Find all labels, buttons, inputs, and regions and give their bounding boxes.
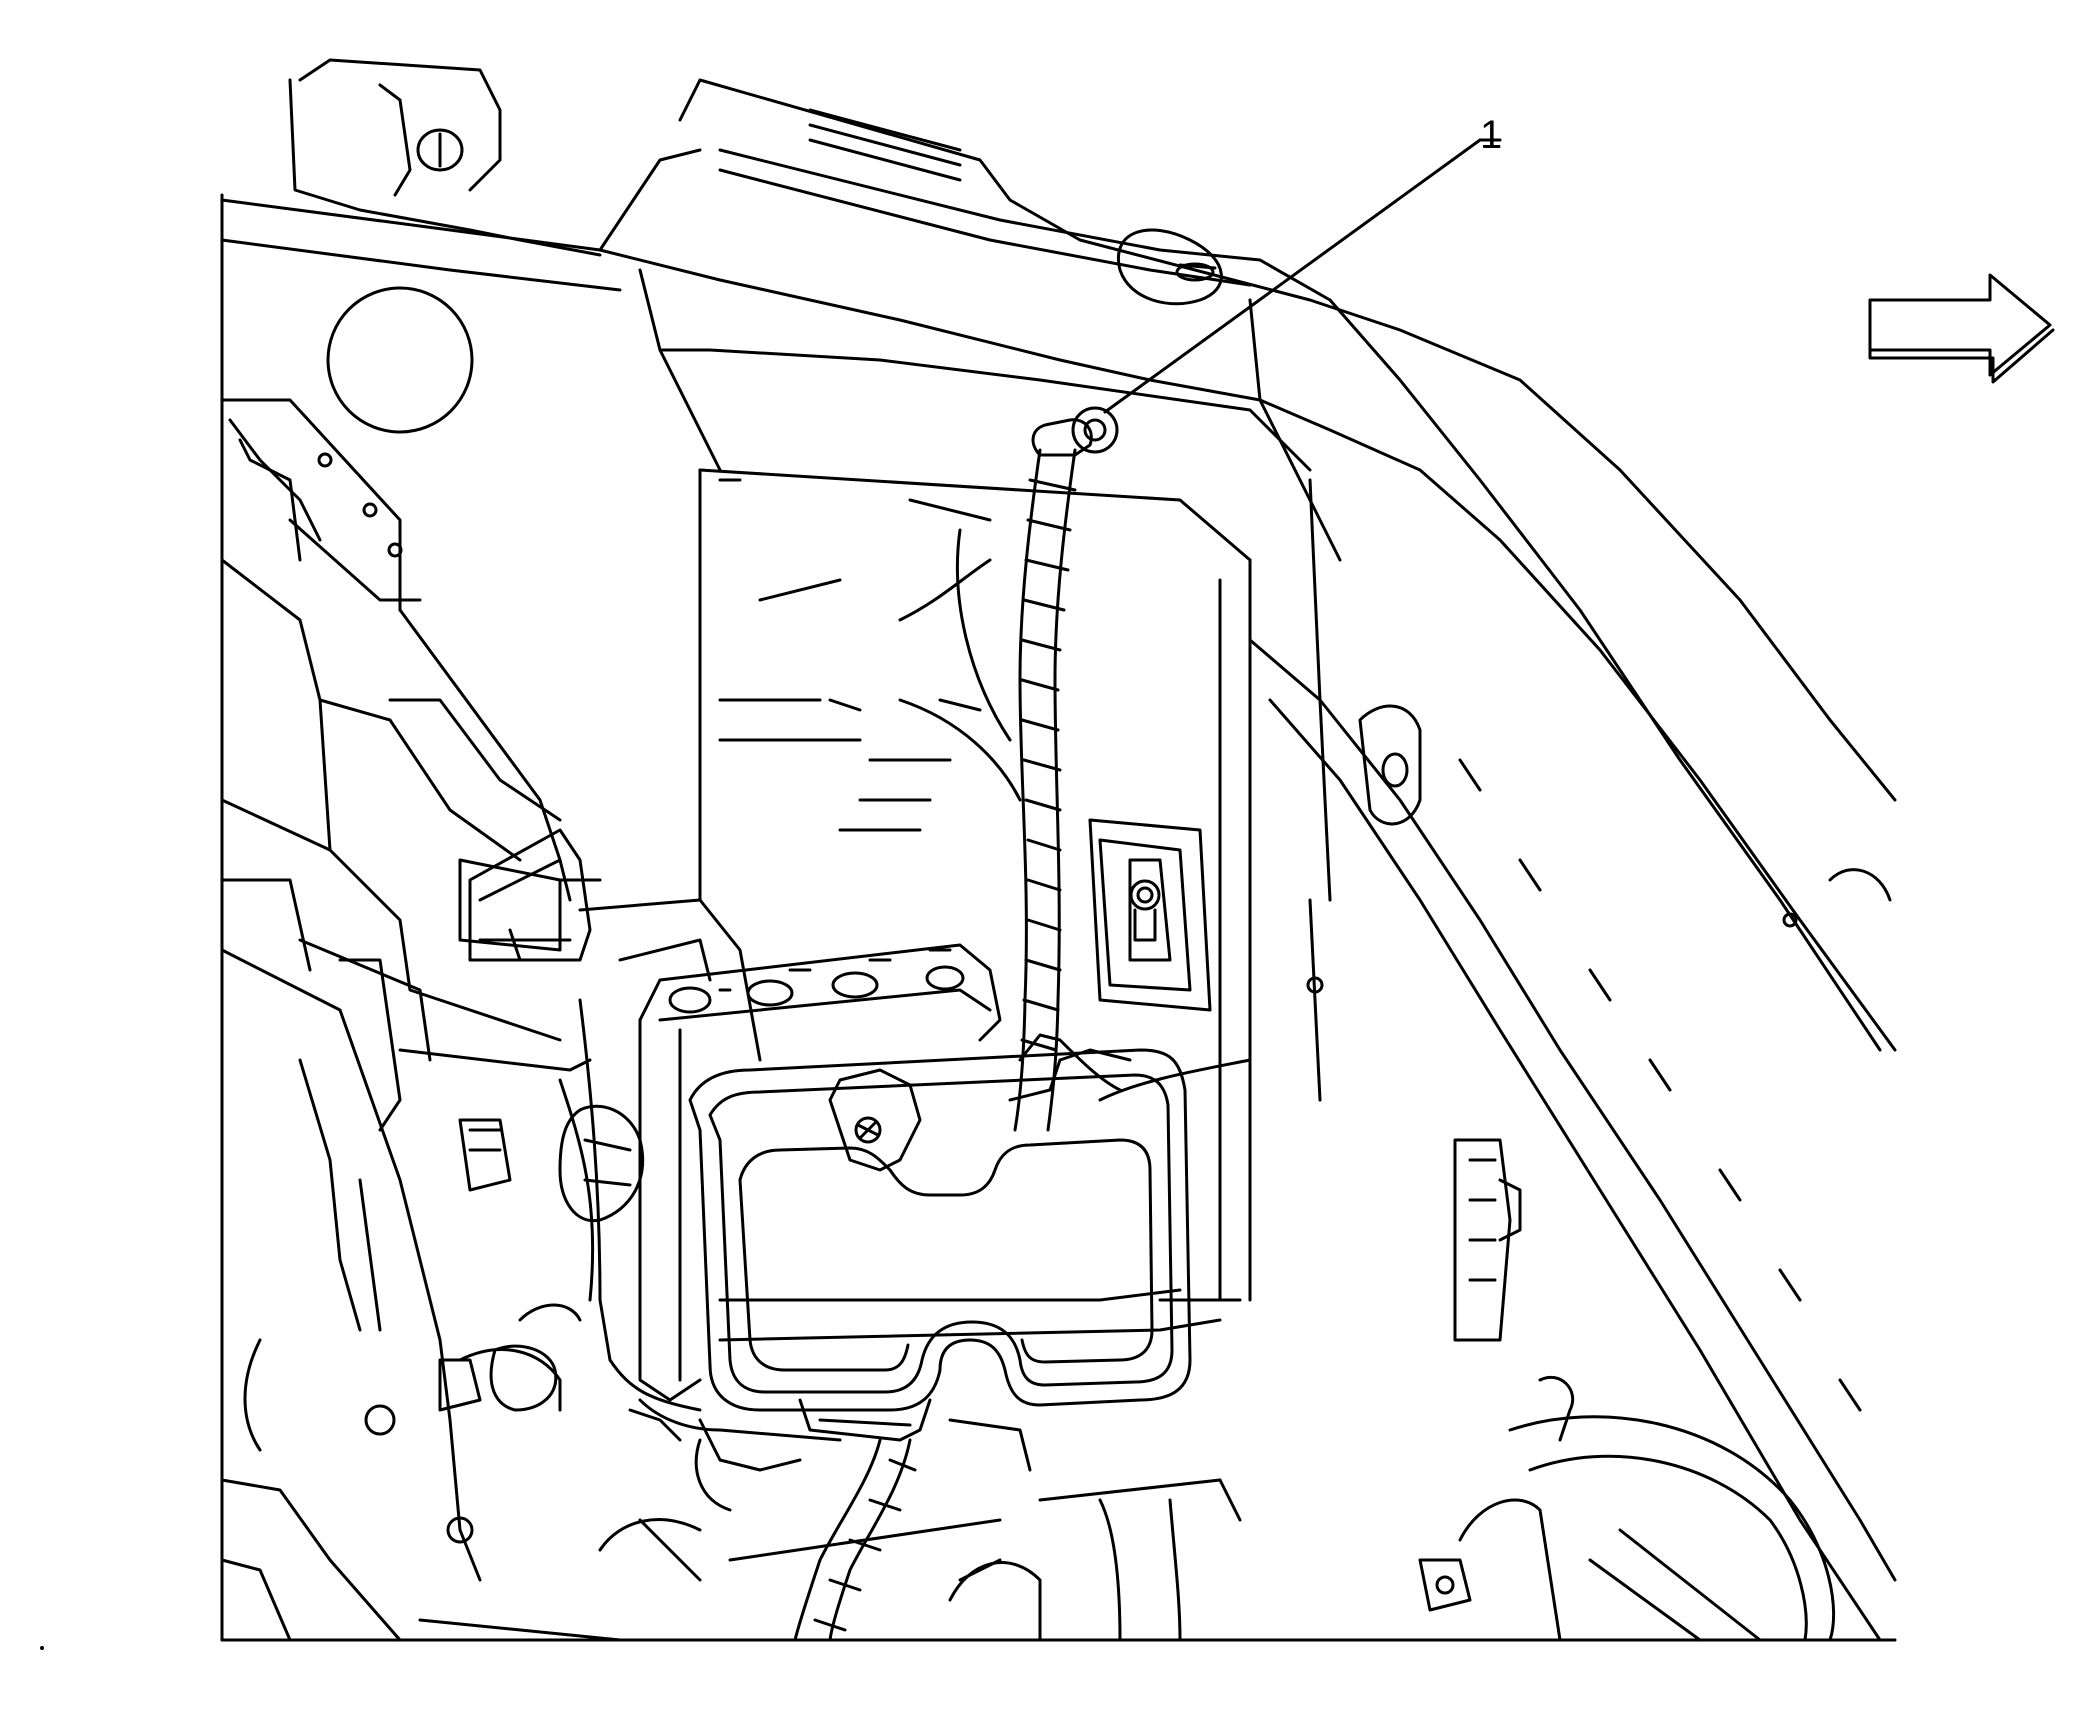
left-module-bracket — [220, 398, 592, 1582]
radiator-support — [1218, 558, 1897, 1642]
margin-dot — [40, 1646, 44, 1650]
upper-body-panel — [220, 58, 622, 434]
fan-shroud — [1418, 1375, 1836, 1642]
ground-stud — [1088, 818, 1212, 1012]
right-connector — [1453, 1138, 1522, 1342]
abs-mounting-bracket — [458, 898, 762, 1582]
right-arrow-icon — [1868, 273, 2055, 384]
callout-label-1: 1 — [1480, 113, 1502, 157]
terminal-eyelet — [1031, 406, 1119, 457]
lower-mounting — [220, 1338, 1242, 1642]
upper-crossmember — [598, 78, 1897, 1052]
frame-lines — [220, 193, 1897, 1642]
callout-leader — [1103, 138, 1502, 414]
abs-modulator — [638, 943, 1192, 1442]
left-electronic-module — [468, 828, 602, 962]
center-wall-panel — [638, 268, 1332, 1342]
